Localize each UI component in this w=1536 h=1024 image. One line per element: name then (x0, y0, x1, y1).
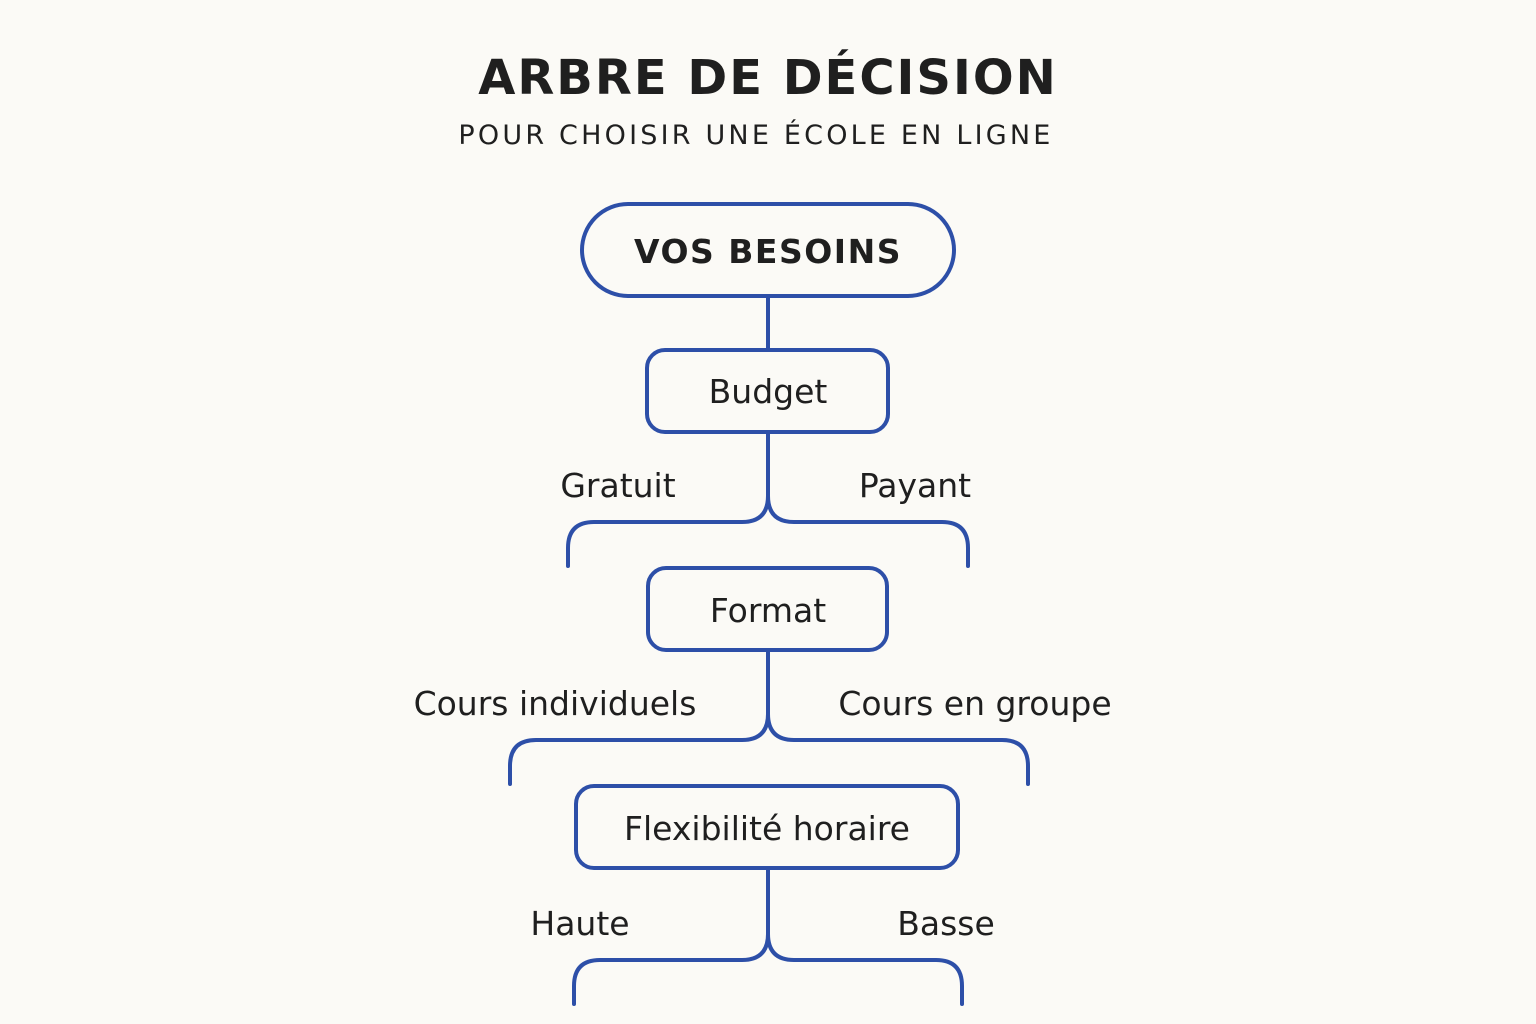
connector-budget-left (566, 430, 770, 568)
branch-label-payant: Payant (859, 466, 971, 505)
criterion-label-format: Format (710, 591, 826, 630)
criterion-box-format (646, 566, 889, 652)
branch-label-cours-en-groupe: Cours en groupe (838, 684, 1111, 723)
criterion-node-flexibilite: Flexibilité horaire (574, 784, 960, 870)
connectors (508, 294, 1030, 1006)
root-node-box (580, 202, 956, 298)
criterion-label-flexibilite: Flexibilité horaire (624, 809, 910, 848)
branch-label-gratuit: Gratuit (560, 466, 675, 505)
root-node-label: VOS BESOINS (634, 232, 902, 271)
connector-flex-right (766, 932, 964, 1006)
page-subtitle: POUR CHOISIR UNE ÉCOLE EN LIGNE (458, 119, 1053, 151)
criterion-box-budget (645, 348, 890, 434)
connector-format-right (766, 712, 1030, 786)
criterion-box-flexibilite (574, 784, 960, 870)
criterion-node-format: Format (646, 566, 889, 652)
criterion-label-budget: Budget (709, 372, 828, 411)
connector-budget-right (766, 494, 970, 568)
branch-label-haute: Haute (530, 904, 629, 943)
branch-label-basse: Basse (897, 904, 995, 943)
page-title: ARBRE DE DÉCISION (478, 49, 1058, 106)
criterion-node-budget: Budget (645, 348, 890, 434)
connector-format-left (508, 648, 770, 786)
connector-flex-left (572, 866, 770, 1006)
branch-label-cours-individuels: Cours individuels (414, 684, 697, 723)
root-node: VOS BESOINS (580, 202, 956, 298)
